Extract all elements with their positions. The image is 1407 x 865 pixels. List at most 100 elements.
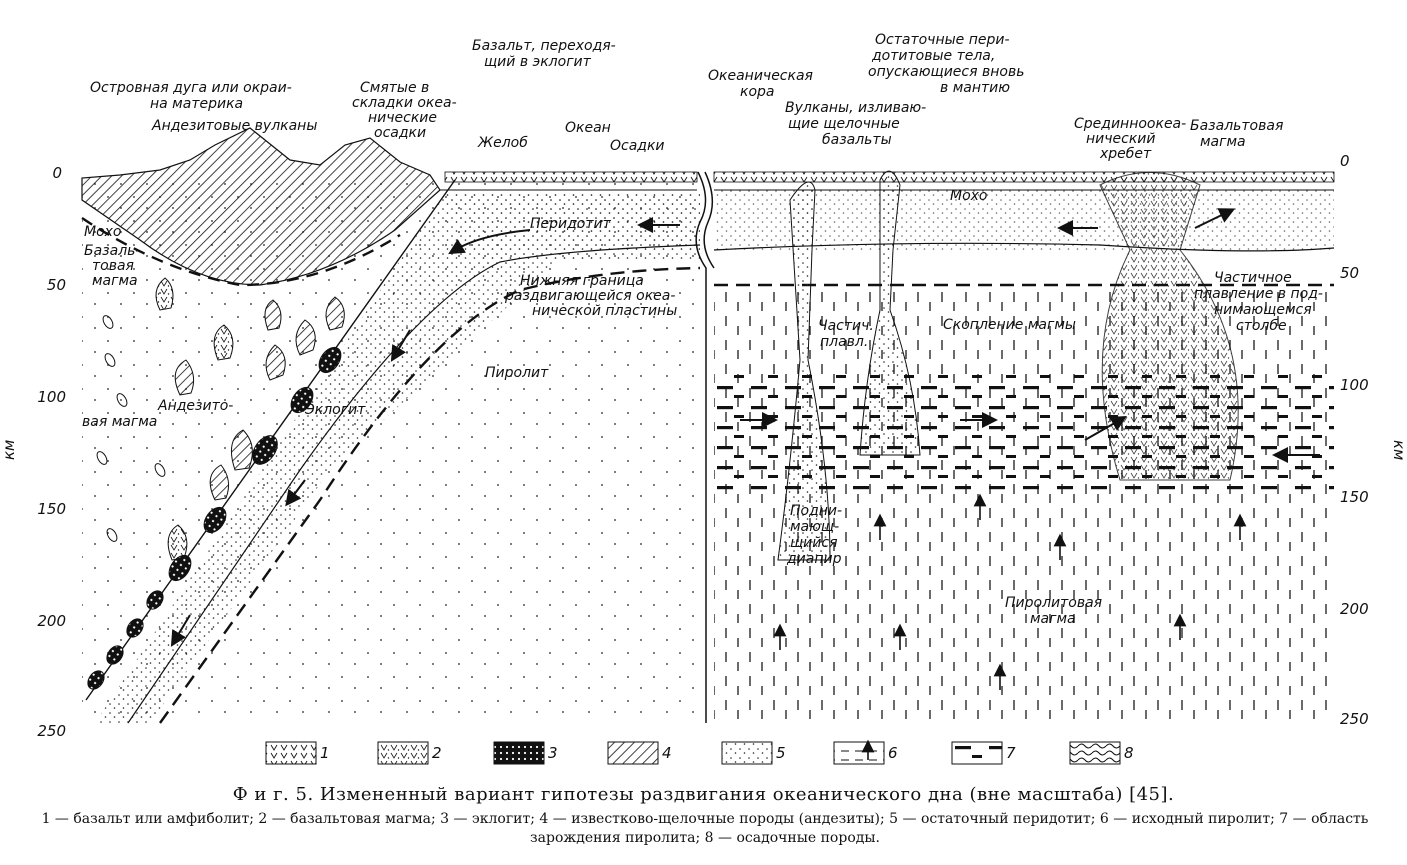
label-rising-diapir: диапир (786, 551, 842, 567)
tick-label: 100 (1340, 376, 1369, 394)
label-rising-diapir: мающ- (790, 519, 839, 535)
mantle-lenses (96, 315, 166, 542)
label-residual-peridotite: дотитовые тела, (871, 48, 995, 64)
right-panel (713, 170, 1335, 723)
label-basalt-eclogite: Базальт, переходя- (472, 38, 616, 54)
peridotite-base (713, 242, 1335, 252)
left-axis: 0 50 100 150 200 250 км (0, 164, 66, 740)
legend-number: 2 (432, 744, 442, 762)
island-arc (81, 127, 441, 286)
label-sediments: Осадки (610, 138, 665, 154)
andesite-blobs (174, 296, 345, 501)
label-residual-peridotite: Остаточные пери- (875, 32, 1010, 48)
label-partial-melting-column: плавление в под- (1194, 286, 1323, 302)
label-rising-diapir: Подни- (790, 503, 842, 519)
label-andesite-volcanoes: Андезитовые вулканы (151, 118, 317, 134)
label-mid-ocean-ridge: Срединноокеа- (1074, 116, 1186, 132)
label-pyrolite: Пиролит (485, 365, 549, 381)
legend-item-basalt-magma: 2 (377, 741, 442, 765)
label-lower-boundary: Нижняя граница (520, 273, 644, 289)
label-eclogite: Эклогит (304, 402, 366, 418)
label-magma-accumulation: Скопление магмы (943, 317, 1076, 333)
ocean-sediment-right (713, 171, 1335, 183)
break-line (695, 171, 715, 723)
label-folded-sediments: нические (368, 110, 437, 126)
label-andesite-magma: вая магма (82, 414, 157, 430)
label-moho-right: Мохо (950, 188, 988, 204)
label-residual-peridotite: опускающиеся вновь (868, 64, 1024, 80)
legend-number: 8 (1124, 744, 1134, 762)
legend-item-eclogite: 3 (493, 741, 558, 765)
label-oceanic-crust: кора (740, 84, 775, 100)
label-andesite-magma: Андезито- (157, 398, 233, 414)
left-panel (81, 127, 701, 724)
label-pyrolite-magma: Пиролитовая (1005, 595, 1102, 611)
legend-item-peridotite: 5 (721, 741, 786, 765)
tick-label: 150 (1340, 488, 1369, 506)
lower-boundary-dashed (159, 266, 701, 724)
legend-item-sediments: 8 (1069, 741, 1134, 765)
legend-number: 4 (662, 744, 672, 762)
ridge-column (1099, 172, 1239, 481)
label-island-arc: на материка (150, 96, 243, 112)
label-lower-boundary: раздвигающейся океа- (504, 288, 675, 304)
tick-label: 150 (37, 500, 66, 518)
label-partial-melt: плавл. (820, 334, 868, 350)
tick-label: 250 (1340, 710, 1369, 728)
legend-number: 6 (888, 744, 898, 762)
label-trench: Желоб (477, 135, 528, 151)
label-volcanoes-alkaline: Вулканы, изливаю- (785, 100, 926, 116)
eclogite-blobs (87, 346, 342, 690)
tick-label: 200 (37, 612, 66, 630)
label-island-arc: Островная дуга или окраи- (90, 80, 292, 96)
tick-label: 100 (37, 388, 66, 406)
annotations: Островная дуга или окраи- на материка Ан… (82, 32, 1323, 627)
label-peridotite: Перидотит (530, 216, 612, 232)
label-moho-left: Мохо (84, 224, 122, 240)
label-folded-sediments: складки океа- (352, 95, 457, 111)
up-arrows (773, 493, 1247, 690)
slab-bottom (127, 244, 701, 724)
flow-arrows-left (170, 217, 680, 647)
label-volcanoes-alkaline: щие щелочные (788, 116, 900, 132)
label-partial-melting-column: столбе (1236, 318, 1287, 334)
label-basalt-magma-right: Базальтовая (1190, 118, 1283, 134)
tick-label: 50 (47, 276, 66, 294)
legend-number: 1 (320, 744, 330, 762)
legend-number: 5 (776, 744, 786, 762)
label-mid-ocean-ridge: нический (1086, 131, 1156, 147)
basalt-magma-blobs (155, 277, 234, 561)
legend-item-andesite: 4 (607, 741, 672, 765)
figure-caption: Ф и г. 5. Измененный вариант гипотезы ра… (232, 784, 1175, 805)
label-basalt-magma-left: товая (92, 258, 134, 274)
label-oceanic-crust: Океаническая (708, 68, 813, 84)
figure-explanation: 1 — базальт или амфиболит; 2 — базальтов… (41, 811, 1369, 846)
axis-unit-left: км (0, 440, 18, 460)
label-partial-melt: Частич. (818, 318, 874, 334)
ocean-sediment-left (444, 171, 698, 183)
label-partial-melting-column: Частичное (1214, 270, 1292, 286)
legend-item-basalt: 1 (265, 741, 330, 765)
legend-number: 3 (548, 744, 558, 762)
label-residual-peridotite: в мантию (940, 80, 1010, 96)
tick-label: 250 (37, 722, 66, 740)
label-mid-ocean-ridge: хребет (1099, 146, 1152, 162)
legend: 1 2 3 4 5 6 7 8 (265, 739, 1134, 765)
label-basalt-magma-left: магма (92, 273, 138, 289)
legend-item-pyrolite: 6 (833, 739, 898, 765)
label-partial-melting-column: нимающемся (1214, 302, 1312, 318)
tick-label: 0 (52, 164, 62, 182)
label-rising-diapir: щийся (790, 535, 838, 551)
tick-label: 200 (1340, 600, 1369, 618)
right-axis: 0 50 100 150 200 250 км (1340, 152, 1407, 728)
legend-number: 7 (1006, 744, 1016, 762)
axis-unit-right: км (1390, 440, 1407, 460)
label-pyrolite-magma: магма (1030, 611, 1076, 627)
label-volcanoes-alkaline: базальты (822, 132, 892, 148)
flow-arrows-right (740, 208, 1320, 463)
rising-diapir (777, 181, 831, 561)
moho-left (81, 217, 401, 287)
tick-label: 0 (1340, 152, 1350, 170)
label-basalt-magma-left: Базаль- (84, 243, 140, 259)
